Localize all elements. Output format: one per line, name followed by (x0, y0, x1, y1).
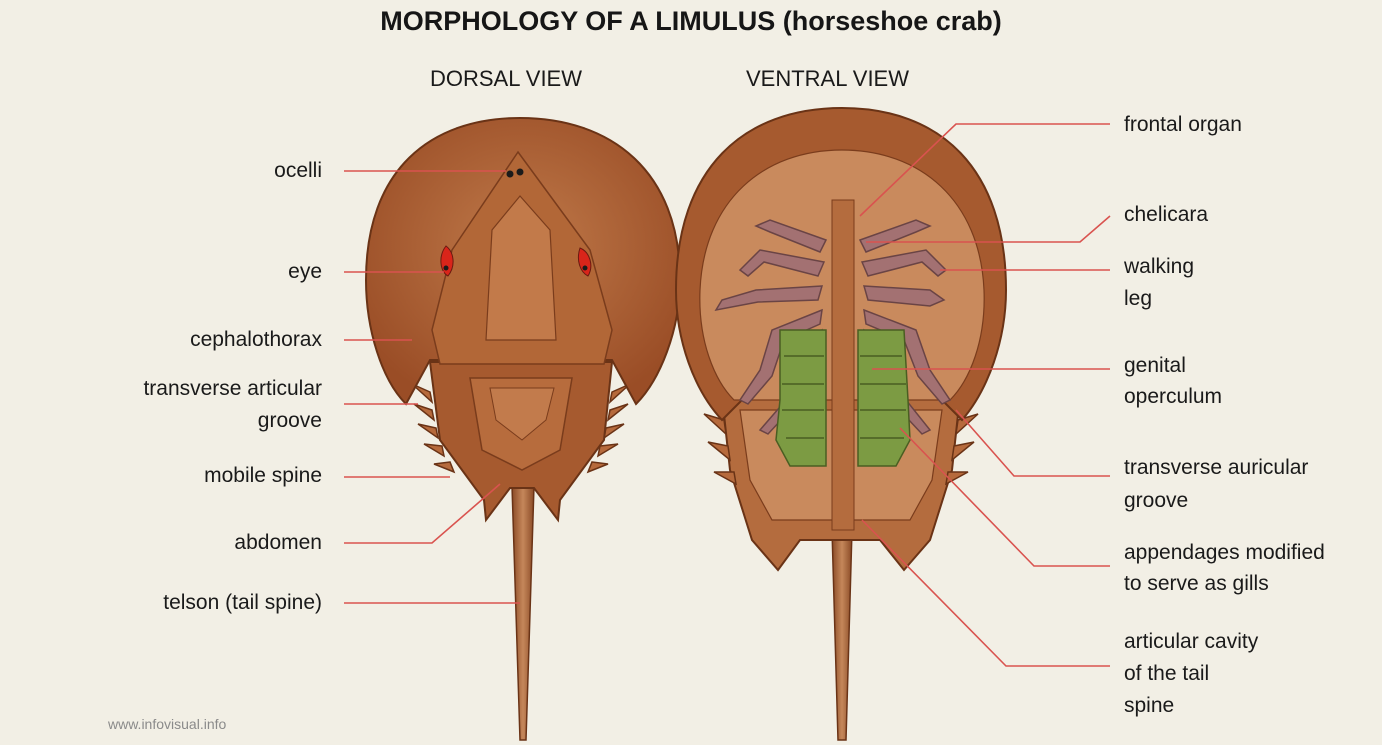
label-abdomen: abdomen (234, 527, 322, 559)
dorsal-limulus (366, 118, 680, 740)
label-articular-cavity-3: spine (1124, 690, 1174, 722)
label-ocelli: ocelli (274, 155, 322, 187)
label-genital-operculum-2: operculum (1124, 381, 1222, 413)
label-articular-cavity-2: of the tail (1124, 658, 1209, 690)
label-gill-appendages-1: appendages modified (1124, 537, 1325, 569)
label-frontal-organ: frontal organ (1124, 109, 1242, 141)
label-walking-leg-2: leg (1124, 283, 1152, 315)
label-transverse-auricular-groove-2: groove (1124, 485, 1188, 517)
label-articular-cavity-1: articular cavity (1124, 626, 1258, 658)
label-chelicara: chelicara (1124, 199, 1208, 231)
label-transverse-articular-groove-1: transverse articular (143, 373, 322, 405)
ventral-limulus (676, 108, 1006, 740)
label-telson: telson (tail spine) (163, 587, 322, 619)
label-mobile-spine: mobile spine (204, 460, 322, 492)
ventral-telson (832, 530, 852, 740)
label-walking-leg-1: walking (1124, 251, 1194, 283)
label-eye: eye (288, 256, 322, 288)
label-cephalothorax: cephalothorax (190, 324, 322, 356)
label-genital-operculum-1: genital (1124, 350, 1186, 382)
label-gill-appendages-2: to serve as gills (1124, 568, 1269, 600)
watermark: www.infovisual.info (108, 716, 226, 732)
dorsal-telson (512, 486, 534, 740)
label-transverse-auricular-groove-1: transverse auricular (1124, 452, 1308, 484)
label-transverse-articular-groove-2: groove (258, 405, 322, 437)
